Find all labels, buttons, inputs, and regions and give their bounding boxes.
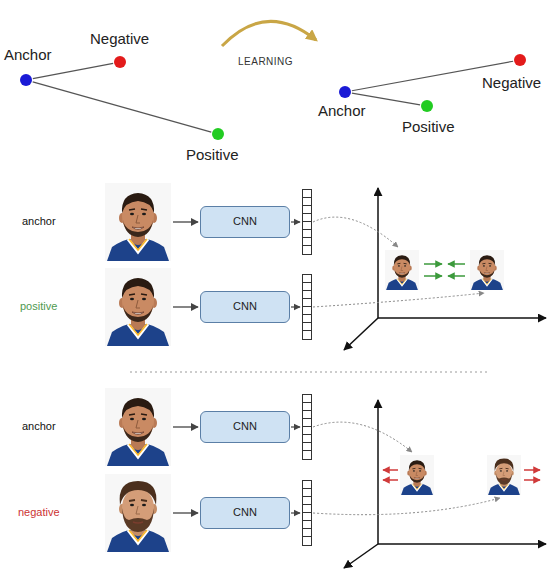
embedding-vector: [302, 481, 312, 546]
distance-line: [33, 63, 113, 78]
face-image: negative: [105, 474, 171, 552]
projection-line: [313, 498, 500, 515]
pull-arrow: [448, 263, 465, 265]
face-image: anchor: [105, 388, 171, 466]
positive-point: Positive: [421, 100, 433, 112]
cnn-output-arrow: [291, 221, 300, 222]
embedded-face: [385, 250, 521, 495]
projection-line: [313, 422, 412, 452]
embedding-vector: [302, 275, 312, 340]
face-photo: [105, 268, 171, 346]
projection-line: [313, 217, 398, 247]
embedding-axes: [344, 318, 378, 350]
input-arrow: [173, 512, 198, 513]
cnn-output-arrow: [291, 306, 300, 307]
embedding-axes: [378, 317, 546, 319]
face-photo: [105, 183, 171, 261]
face-image: positive: [105, 268, 171, 346]
point-label: Positive: [186, 146, 239, 164]
separator-line: [130, 372, 490, 373]
learning-arrow: [222, 21, 316, 46]
cnn-box: CNN: [200, 497, 290, 529]
push-arrow: [524, 469, 540, 471]
embedding-axes: [344, 188, 546, 568]
cnn-label: CNN: [233, 215, 257, 228]
pull-arrow: [424, 264, 465, 276]
anchor-point: Anchor: [20, 74, 32, 86]
cnn-label: CNN: [233, 420, 257, 433]
connector-group: [33, 61, 513, 513]
point-label: Negative: [90, 30, 149, 48]
role-label: negative: [18, 506, 60, 519]
push-arrow: [383, 470, 540, 480]
embedding-axes: [377, 188, 379, 318]
embedding-axes: [344, 544, 378, 568]
cnn-output-arrow: [291, 512, 300, 513]
pull-arrow: [424, 263, 442, 265]
input-arrow: [173, 306, 198, 307]
point-label: Anchor: [318, 102, 366, 120]
embedding-vector: [302, 190, 312, 255]
face-image: anchor: [105, 183, 171, 261]
projection-line: [313, 293, 484, 307]
distance-line: [33, 82, 212, 132]
anchor-point: Anchor: [339, 86, 351, 98]
embedded-face: [470, 250, 504, 290]
embedded-face: [400, 455, 434, 495]
cnn-box: CNN: [200, 206, 290, 238]
role-label: anchor: [22, 420, 56, 433]
pull-arrow: [424, 275, 442, 277]
role-label: anchor: [22, 215, 56, 228]
caption-text: LEARNING: [238, 56, 293, 68]
embedded-face: [385, 250, 419, 290]
face-photo: [105, 474, 171, 552]
cnn-output-arrow: [291, 426, 300, 427]
input-arrow: [173, 221, 198, 222]
push-arrow: [383, 469, 398, 471]
embedding-vector: [302, 190, 312, 546]
push-arrow: [383, 479, 398, 481]
negative-point: Negative: [114, 56, 126, 68]
positive-point: Positive: [212, 128, 224, 140]
cnn-box: CNN: [200, 291, 290, 323]
cnn-output-arrow: [291, 222, 300, 513]
push-arrow: [524, 479, 540, 481]
point-label: Negative: [482, 74, 541, 92]
embedding-axes: [378, 543, 546, 545]
negative-point: Negative: [514, 54, 526, 66]
input-arrow: [173, 426, 198, 427]
role-label: positive: [20, 300, 57, 313]
embedded-face: [487, 455, 521, 495]
point-label: Anchor: [4, 46, 52, 64]
cnn-label: CNN: [233, 300, 257, 313]
embedding-axes: [377, 400, 379, 544]
cnn-label: CNN: [233, 506, 257, 519]
face-photo: [105, 183, 171, 552]
pull-arrow: [448, 275, 465, 277]
point-label: Positive: [402, 118, 455, 136]
face-photo: [105, 388, 171, 466]
cnn-box: CNN: [200, 411, 290, 443]
embedding-vector: [302, 395, 312, 460]
